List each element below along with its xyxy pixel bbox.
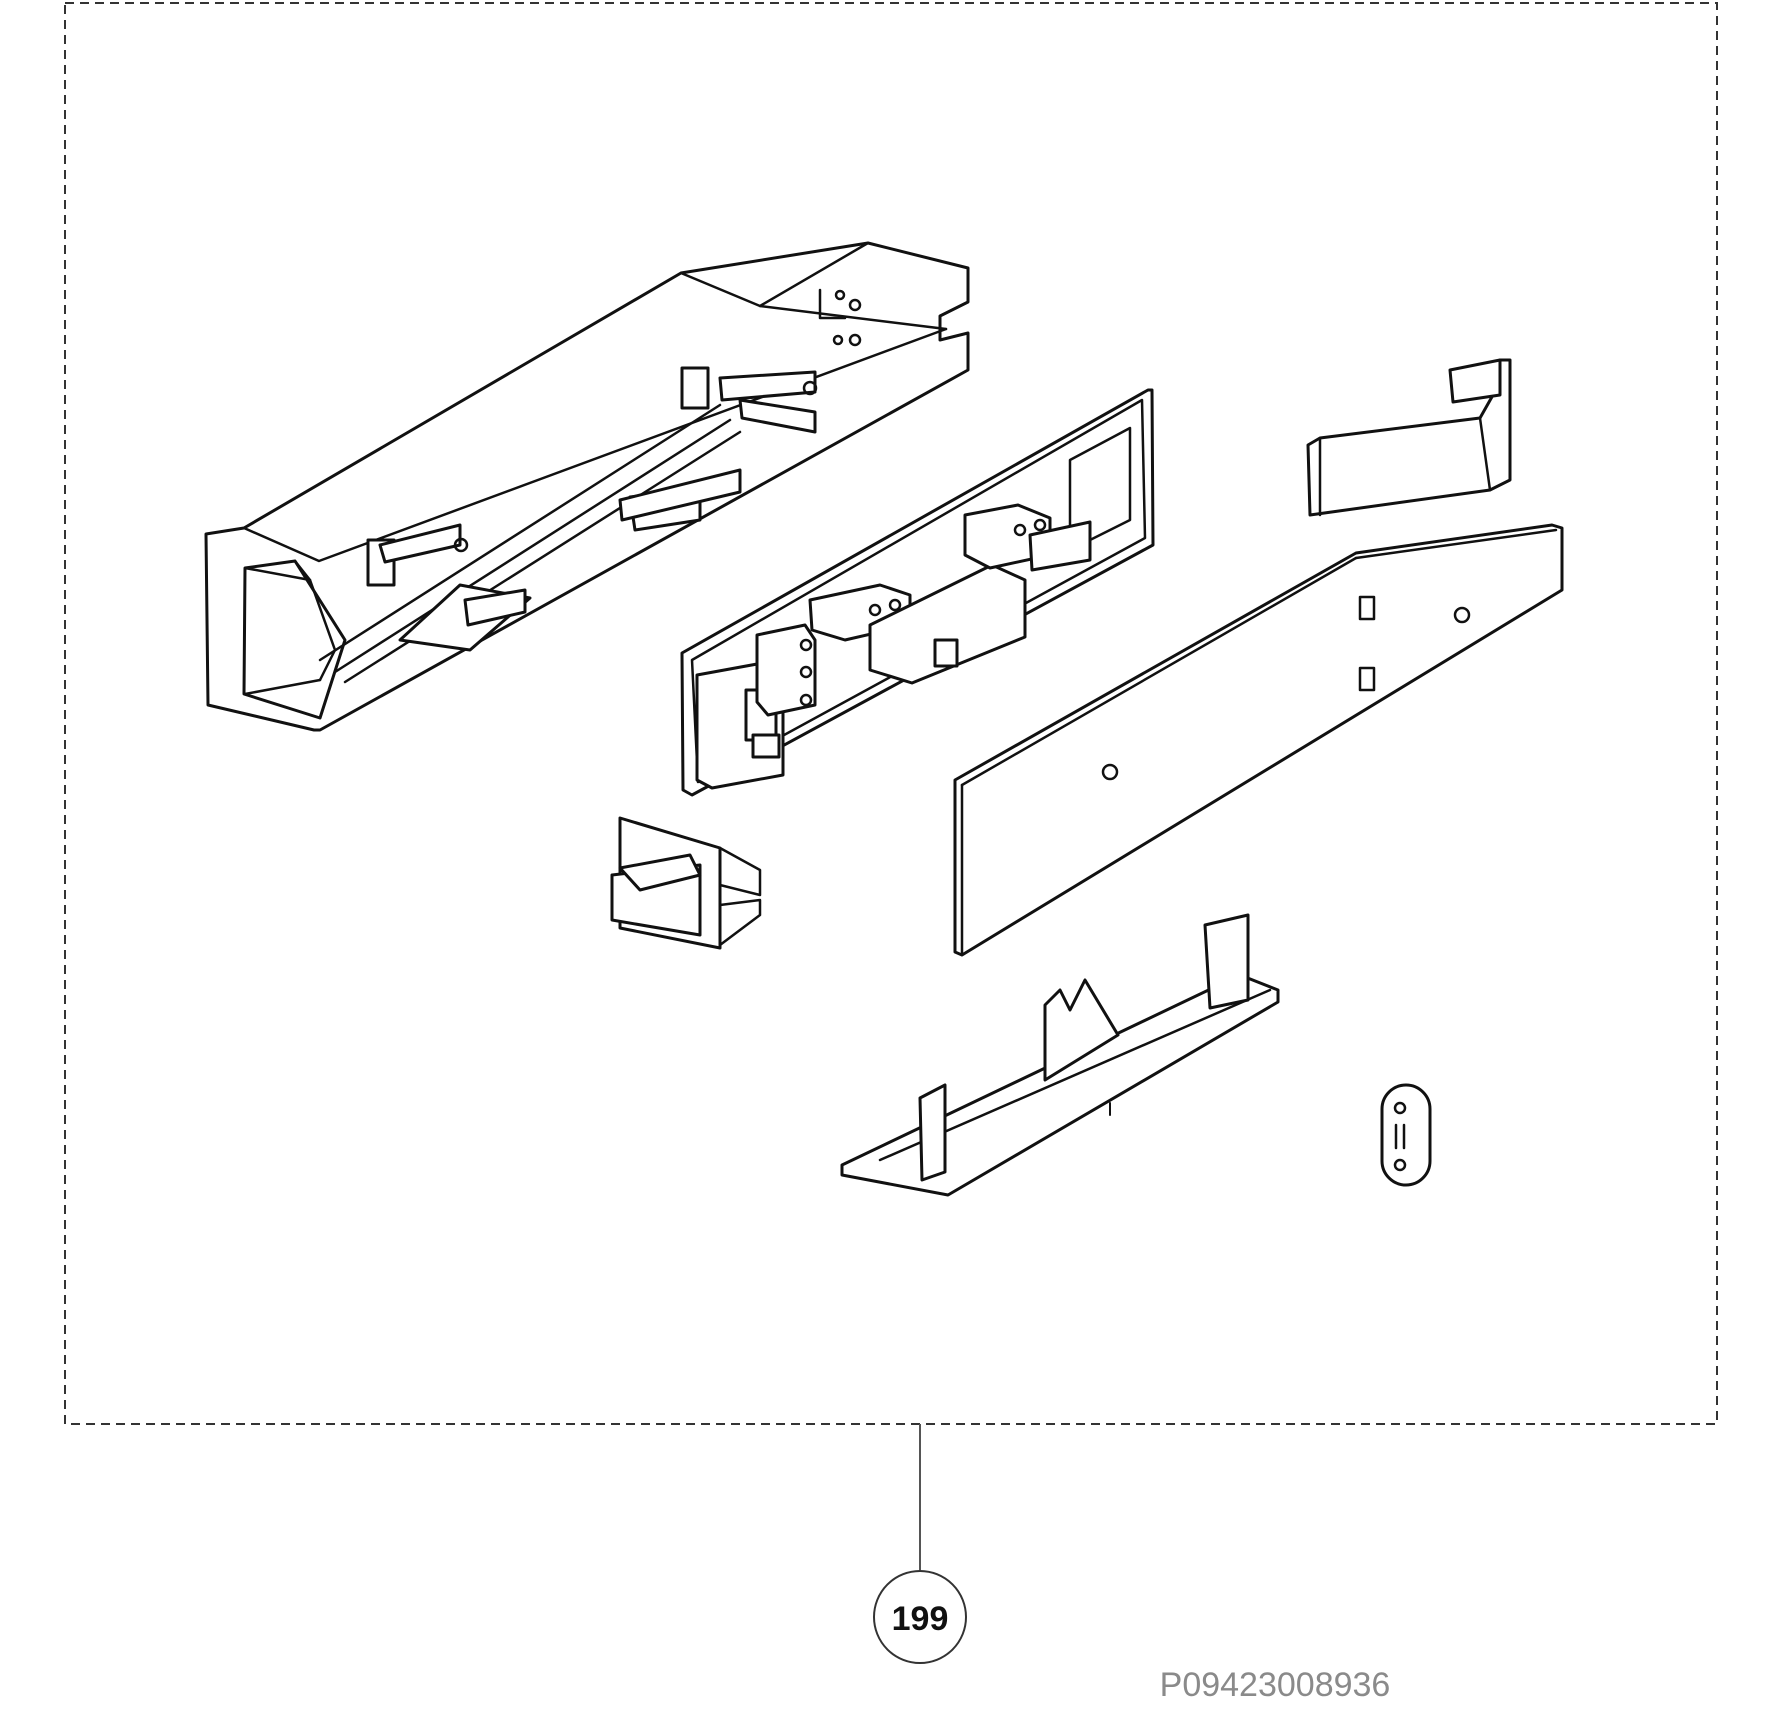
- drawing-code: P09423008936: [1160, 1666, 1391, 1704]
- control-panel-housing: [204, 241, 970, 732]
- circuit-board: [680, 388, 1155, 797]
- front-panel: [953, 523, 1564, 957]
- callout-bubble: [873, 1570, 967, 1664]
- lower-rail: [840, 913, 1280, 1197]
- button-holder: [610, 816, 762, 950]
- callout-number: 199: [892, 1600, 949, 1638]
- upper-bracket: [1306, 358, 1512, 517]
- oval-clip: [1380, 1083, 1432, 1187]
- assembly-boundary: [64, 2, 1718, 1425]
